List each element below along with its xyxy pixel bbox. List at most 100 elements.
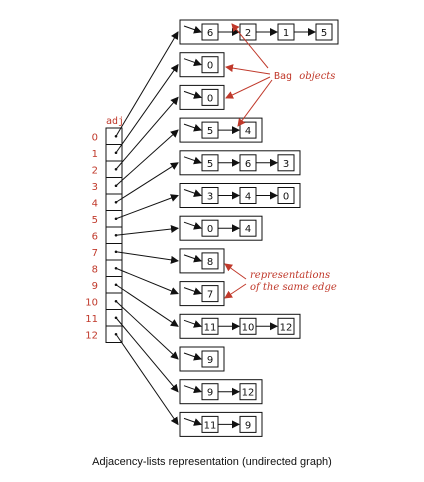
head-pointer-arrow	[183, 189, 202, 197]
adj-cell	[105, 309, 123, 327]
pointer-origin-dot	[114, 184, 118, 188]
adj-pointer-arrow	[115, 267, 179, 295]
pointer-origin-dot	[114, 200, 118, 204]
bag-list-row: 11 10 12	[179, 313, 301, 339]
node-value: 0	[283, 192, 289, 203]
node-value: 0	[207, 224, 213, 235]
node-value: 10	[242, 322, 255, 333]
adj-pointer-arrow	[115, 194, 179, 220]
adj-cell	[105, 160, 123, 178]
adj-pointer-arrow	[115, 225, 179, 236]
adj-cell	[105, 325, 123, 343]
node-value: 6	[207, 28, 213, 39]
node-box	[239, 415, 257, 433]
node-value: 12	[242, 388, 255, 399]
node-value: 4	[245, 126, 251, 137]
same-edge-annotation: representations of the same edge	[224, 263, 337, 299]
adj-index-label: 1	[92, 149, 98, 160]
head-pointer-arrow	[183, 25, 202, 34]
node-value: 6	[245, 159, 251, 170]
node-box	[201, 285, 219, 303]
adj-index-label: 10	[85, 297, 98, 308]
adj-pointer-arrow	[115, 63, 179, 154]
bag-code-label: Bag	[274, 71, 292, 82]
bag-list-row: 0	[179, 84, 225, 110]
pointer-origin-dot	[114, 332, 118, 336]
adj-cell	[105, 193, 123, 211]
pointer-origin-dot	[114, 266, 118, 270]
node-value: 8	[207, 257, 213, 268]
adj-index-label: 6	[92, 231, 98, 242]
node-box	[239, 383, 257, 401]
adj-index-label: 5	[92, 215, 98, 226]
node-box	[201, 56, 219, 74]
node-value: 4	[245, 192, 251, 203]
head-pointer-arrow	[183, 156, 202, 165]
pointer-origin-dot	[114, 250, 118, 254]
head-pointer-arrow	[183, 287, 202, 296]
bag-list-row: 8	[179, 248, 225, 274]
pointer-origin-dot	[114, 134, 118, 138]
adj-index-label: 4	[92, 198, 98, 209]
svg-text:Bag objects: Bag objects	[274, 71, 335, 82]
adj-pointer-arrow	[115, 129, 179, 187]
head-pointer-arrow	[183, 385, 202, 394]
head-pointer-arrow	[183, 319, 202, 328]
adj-index-label: 7	[92, 248, 98, 259]
figure-caption: Adjacency-lists representation (undirect…	[92, 456, 332, 468]
bag-objects-label: objects	[299, 71, 335, 82]
adj-cell	[105, 243, 123, 261]
pointer-origin-dot	[114, 283, 118, 287]
adj-index-label: 8	[92, 264, 98, 275]
array-pointers	[114, 31, 179, 426]
node-value: 12	[280, 322, 293, 333]
node-value: 5	[207, 126, 213, 137]
adj-cell	[105, 292, 123, 310]
pointer-origin-dot	[114, 151, 118, 155]
bag-list-row: 9	[179, 346, 225, 372]
same-edge-line1: representations	[250, 270, 330, 281]
adj-cell	[105, 177, 123, 195]
node-box	[201, 350, 219, 368]
adj-cell	[105, 259, 123, 277]
bag-list-row: 7	[179, 281, 225, 307]
pointer-origin-dot	[114, 217, 118, 221]
node-box	[201, 88, 219, 106]
pointer-origin-dot	[114, 233, 118, 237]
head-pointer-arrow	[183, 58, 202, 67]
node-box	[239, 219, 257, 237]
bag-list-row: 11 9	[179, 411, 263, 437]
node-value: 11	[204, 322, 217, 333]
node-value: 4	[245, 224, 251, 235]
node-value: 7	[207, 290, 213, 301]
node-box	[277, 187, 295, 204]
pointer-origin-dot	[114, 299, 118, 303]
node-value: 5	[207, 159, 213, 170]
head-pointer-arrow	[183, 417, 202, 426]
head-pointer-arrow	[183, 90, 202, 99]
adj-pointer-arrow	[115, 300, 179, 360]
adj-index-label: 3	[92, 182, 98, 193]
bag-objects-annotation: Bag objects	[225, 23, 335, 127]
head-pointer-arrow	[183, 254, 202, 263]
node-box	[315, 23, 333, 41]
adj-cell	[105, 276, 123, 294]
bag-list-row: 0	[179, 52, 225, 78]
adj-pointer-arrow	[115, 162, 179, 203]
adj-index-label: 11	[85, 314, 98, 325]
node-value: 9	[245, 420, 251, 431]
node-box	[277, 154, 295, 172]
node-value: 11	[204, 420, 217, 431]
adj-pointer-arrow	[115, 284, 179, 327]
adj-index-label: 2	[92, 165, 98, 176]
head-pointer-arrow	[183, 352, 202, 361]
